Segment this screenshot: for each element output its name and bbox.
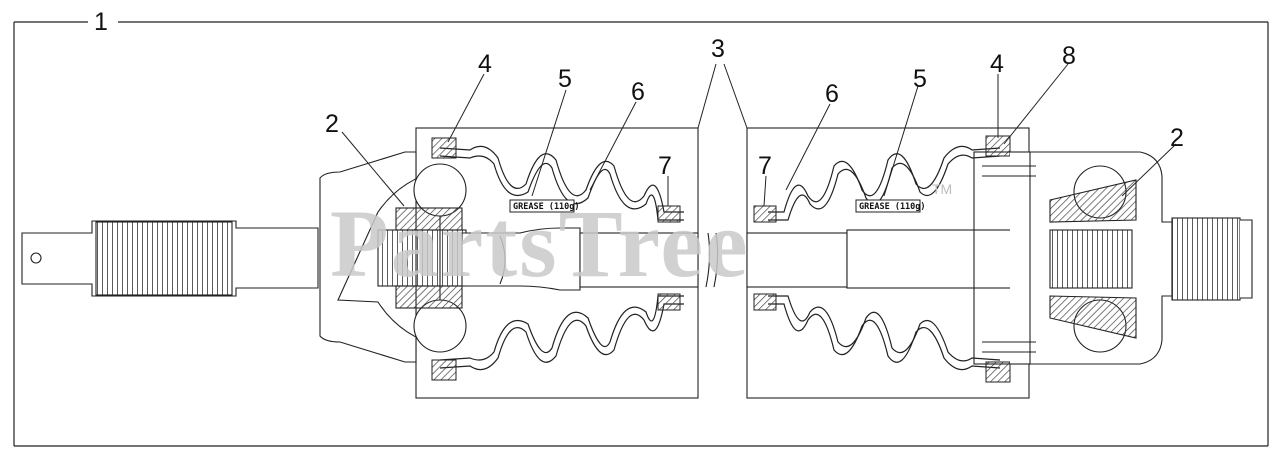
grease-tag-left-label: GREASE (110g) <box>513 202 580 212</box>
clamp-small-right-bottom <box>753 293 777 311</box>
left-outer-shaft <box>21 220 319 297</box>
leader-lines <box>341 63 1177 207</box>
callout-1: 1 <box>94 8 108 36</box>
callout-5-left: 5 <box>558 65 572 93</box>
clamp-small-right-top <box>753 205 777 223</box>
grease-tag-right-label: GREASE (110g) <box>859 202 926 212</box>
clamp-large-right-bottom <box>985 361 1011 383</box>
callout-7-right: 7 <box>758 152 772 180</box>
watermark-text: PartsTree <box>330 190 750 297</box>
partstree-watermark: PartsTree TM <box>330 181 952 297</box>
callout-2-right: 2 <box>1170 124 1184 152</box>
right-cv-housing <box>973 151 1253 365</box>
watermark-trademark: TM <box>932 181 952 197</box>
assembly-frame <box>13 21 1269 447</box>
clamp-large-left-top <box>431 137 457 159</box>
callout-5-right: 5 <box>913 65 927 93</box>
left-cv-housing <box>319 151 467 363</box>
callout-4-right: 4 <box>990 50 1004 78</box>
clamp-small-left-bottom <box>657 293 681 311</box>
callout-8: 8 <box>1062 42 1076 70</box>
main-shaft <box>461 227 1054 291</box>
callout-4-left: 4 <box>478 50 492 78</box>
clamp-small-left-top <box>657 205 681 223</box>
callout-3: 3 <box>711 35 725 63</box>
callout-6-right: 6 <box>825 80 839 108</box>
clamp-large-right-top <box>985 135 1011 157</box>
callout-2-left: 2 <box>325 110 339 138</box>
grease-tag-right: GREASE (110g) <box>855 199 926 213</box>
boot-clamps <box>431 135 1011 383</box>
right-clamp-detail <box>982 165 1036 353</box>
clamp-large-left-bottom <box>431 359 457 381</box>
callout-7-left: 7 <box>658 152 672 180</box>
grease-tag-left: GREASE (110g) <box>509 199 580 213</box>
callout-6-left: 6 <box>631 78 645 106</box>
callout-labels: 1 2 2 3 4 4 5 5 6 6 7 7 8 <box>94 8 1184 180</box>
